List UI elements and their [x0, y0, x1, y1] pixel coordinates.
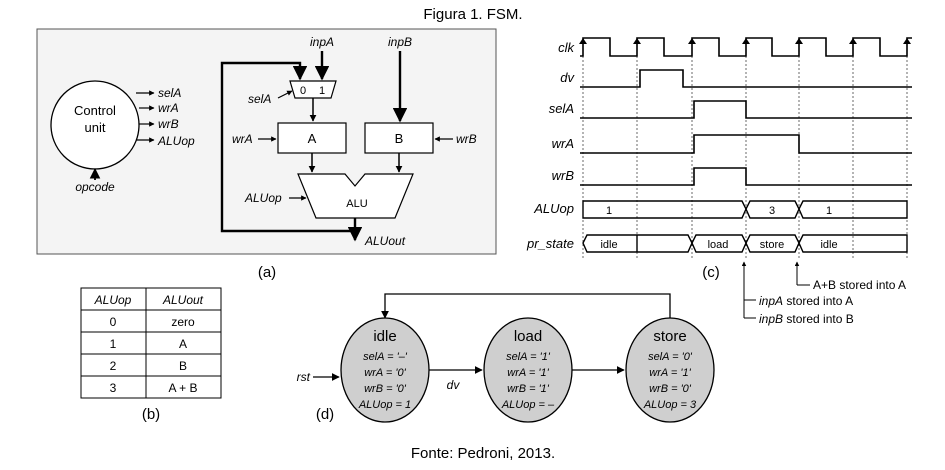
register-a	[277, 122, 347, 154]
panel-b-table: ALUop ALUout 0 zero 1 A 2 B 3 A + B (b)	[80, 287, 222, 423]
control-unit-label-2: unit	[85, 120, 106, 135]
cu-out-selA: selA	[158, 86, 181, 100]
wrA-label: wrA	[232, 132, 253, 146]
control-unit-label-1: Control	[74, 103, 116, 118]
signal-pr_state: pr_state	[526, 236, 574, 251]
signal-wrA: wrA	[552, 136, 574, 151]
panel-c-label: (c)	[702, 264, 720, 281]
alu	[297, 173, 414, 219]
alu-aluop-label: ALUop	[244, 191, 282, 205]
signal-dv: dv	[560, 70, 575, 85]
table-cell: zero	[171, 315, 195, 329]
panel-a-label: (a)	[258, 264, 276, 281]
state-value: load	[708, 239, 729, 251]
inpB-label: inpB	[388, 35, 412, 49]
state-line: ALUop = 3	[643, 399, 697, 411]
wrB-label: wrB	[456, 132, 477, 146]
inpA-label: inpA	[310, 35, 334, 49]
state-line: ALUop = –	[501, 399, 555, 411]
signal-clk: clk	[558, 40, 575, 55]
register-b-label: B	[395, 131, 404, 146]
pr-state-bus	[582, 234, 908, 253]
cu-out-wrA: wrA	[158, 101, 179, 115]
panel-d-fsm: rst dv idle selA = '–' wrA = '0' wrB = '…	[297, 293, 715, 423]
alu-label: ALU	[346, 198, 367, 210]
state-value: idle	[600, 239, 617, 251]
dv-transition-label: dv	[447, 378, 461, 392]
state-line: selA = '1'	[506, 351, 551, 363]
table-cell: A	[179, 337, 187, 351]
aluop-value: 1	[826, 205, 832, 217]
panel-c-timing: clk dv selA wrA wrB ALUop pr_state 1 3 1	[526, 37, 912, 326]
table-cell: B	[179, 359, 187, 373]
aluout-label: ALUout	[364, 234, 406, 248]
feedback-path	[220, 61, 355, 233]
mux-input-1: 1	[319, 85, 325, 97]
state-value: idle	[820, 239, 837, 251]
state-store	[625, 317, 715, 423]
clk-wave	[580, 37, 912, 57]
signal-selA: selA	[549, 101, 574, 116]
mux-selA-label: selA	[248, 92, 271, 106]
table-header-aluout: ALUout	[162, 293, 204, 307]
cu-out-wrB: wrB	[158, 117, 179, 131]
signal-wrB: wrB	[552, 168, 575, 183]
wrB-wave	[580, 167, 912, 186]
state-name: load	[514, 328, 542, 345]
dv-wave	[580, 69, 912, 88]
register-a-label: A	[308, 131, 317, 146]
signal-ALUop: ALUop	[533, 201, 574, 216]
mux-input-0: 0	[300, 85, 306, 97]
state-line: selA = '0'	[648, 351, 693, 363]
state-line: wrA = '1'	[649, 367, 691, 379]
state-line: wrA = '1'	[507, 367, 549, 379]
wrA-wave	[580, 134, 912, 154]
state-line: wrB = '1'	[507, 383, 550, 395]
table-cell: 0	[110, 315, 117, 329]
state-line: wrB = '0'	[364, 383, 407, 395]
annotation-inpB-stored: inpB stored into B	[759, 312, 854, 326]
aluop-value: 1	[606, 205, 612, 217]
rst-label: rst	[297, 370, 311, 384]
aluop-bus	[582, 200, 908, 219]
cu-opcode: opcode	[75, 180, 115, 194]
table-cell: A + B	[168, 381, 197, 395]
panel-d-label: (d)	[316, 406, 334, 423]
mux	[289, 80, 337, 99]
annotation-sum-stored: A+B stored into A	[813, 278, 906, 292]
panel-b-label: (b)	[142, 406, 160, 423]
state-name: store	[653, 328, 686, 345]
aluop-value: 3	[769, 205, 775, 217]
table-header-aluop: ALUop	[94, 293, 132, 307]
transition-store-to-idle	[381, 293, 671, 327]
selA-wave	[580, 100, 912, 119]
state-name: idle	[373, 328, 396, 345]
state-line: selA = '–'	[363, 351, 408, 363]
table-cell: 1	[110, 337, 117, 351]
state-line: wrA = '0'	[364, 367, 406, 379]
cu-out-ALUop: ALUop	[157, 134, 195, 148]
table-cell: 3	[110, 381, 117, 395]
annotation-inpA-stored: inpA stored into A	[759, 294, 853, 308]
state-line: wrB = '0'	[649, 383, 692, 395]
panel-a-datapath: Control unit selA wrA wrB ALUop opcode i…	[36, 28, 497, 281]
state-line: ALUop = 1	[358, 399, 411, 411]
table-cell: 2	[110, 359, 117, 373]
state-value: store	[760, 239, 784, 251]
figure-title: Figura 1. FSM.	[423, 6, 522, 23]
figure-source: Fonte: Pedroni, 2013.	[411, 445, 555, 462]
